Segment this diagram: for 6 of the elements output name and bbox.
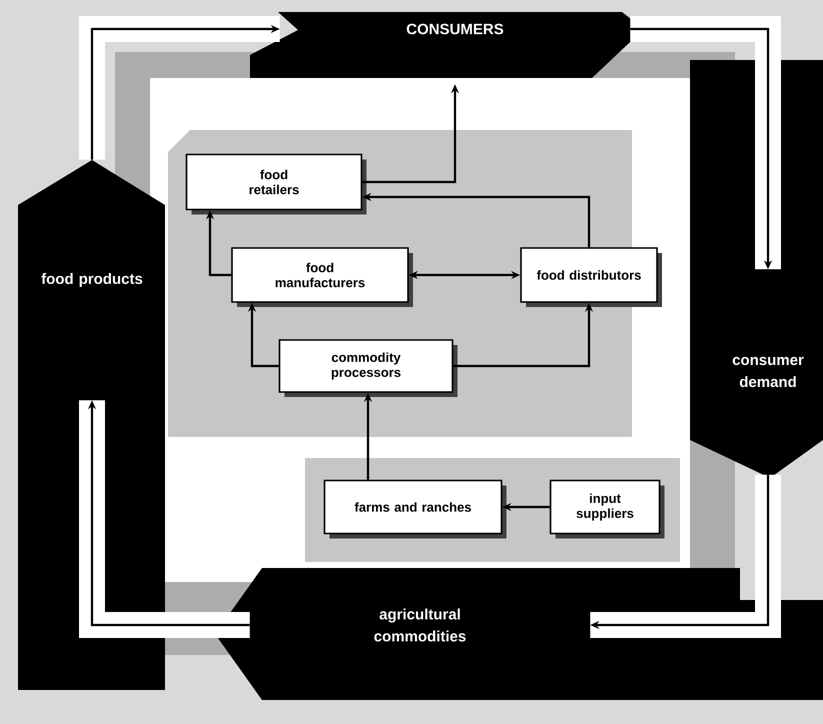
process-box: food distributors <box>520 247 662 307</box>
process-box: farms and ranches <box>324 480 506 538</box>
process-box: food manufacturers <box>231 247 413 307</box>
process-box: food retailers <box>186 154 366 214</box>
process-box: commodity processors <box>278 339 458 397</box>
process-box: input suppliers <box>550 480 664 538</box>
